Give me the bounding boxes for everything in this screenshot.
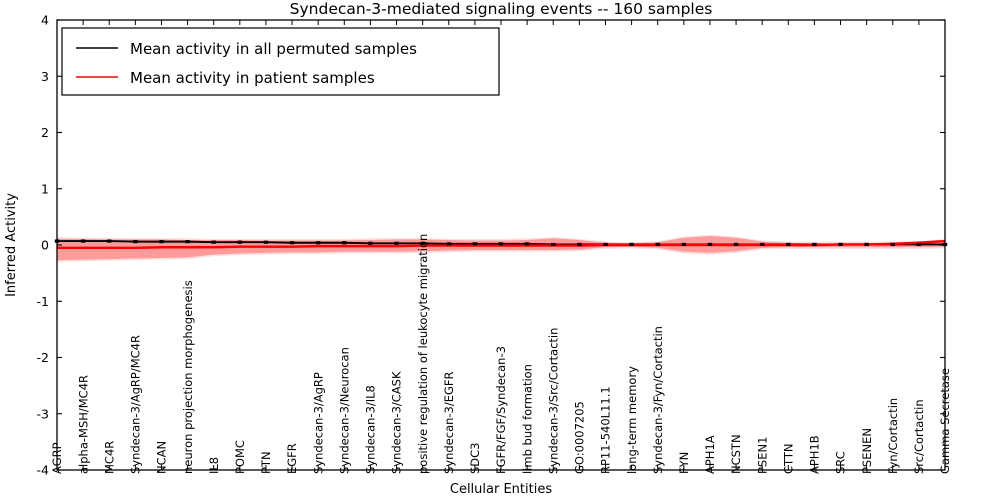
legend-label-patient: Mean activity in patient samples xyxy=(130,69,375,87)
series-markers xyxy=(54,239,948,247)
series-marker xyxy=(916,242,922,247)
series-marker xyxy=(551,242,556,247)
series-marker xyxy=(107,239,112,243)
legend-entry-patient[interactable]: Mean activity in patient samples xyxy=(76,69,375,87)
series-marker xyxy=(733,242,739,247)
x-tick-label: positive regulation of leukocyte migrati… xyxy=(416,234,430,474)
x-tick-label: FYN xyxy=(677,452,691,474)
x-tick-label: Gamma Secretase xyxy=(938,368,952,474)
x-tick-label: APH1B xyxy=(808,435,822,474)
y-tick-label: 1 xyxy=(41,181,49,196)
series-marker xyxy=(864,242,869,247)
series-marker xyxy=(185,240,190,244)
series-marker xyxy=(838,242,843,247)
series-marker xyxy=(394,241,399,245)
y-tick-label: -3 xyxy=(37,406,49,421)
x-tick-label: Syndecan-3/AgRP xyxy=(311,372,325,474)
y-axis-ticks: -4 -3 -2 -1 0 1 2 3 4 xyxy=(37,13,945,478)
x-tick-label: SDC3 xyxy=(468,442,482,474)
x-tick-label: Fyn/Cortactin xyxy=(886,398,900,474)
series-marker xyxy=(263,240,269,244)
x-axis-label: Cellular Entities xyxy=(450,482,552,497)
series-marker xyxy=(890,242,895,247)
series-marker xyxy=(211,240,216,244)
x-tick-label: long-term memory xyxy=(625,366,639,474)
y-tick-label: 3 xyxy=(41,69,49,84)
x-tick-label: Syndecan-3/Neurocan xyxy=(337,347,351,474)
x-tick-label: AGRP xyxy=(50,442,64,474)
legend-entry-permuted[interactable]: Mean activity in all permuted samples xyxy=(76,40,417,58)
x-tick-label: Syndecan-3/IL8 xyxy=(364,385,378,474)
x-axis-ticks: AGRP alpha-MSH/MC4R MC4R Syndecan-3/AgRP/MC… xyxy=(50,20,952,474)
x-tick-label: MC4R xyxy=(102,441,116,474)
x-tick-label: CTTN xyxy=(781,444,795,474)
series-marker xyxy=(681,242,687,247)
x-tick-label: PTN xyxy=(259,451,273,474)
x-tick-label: PSENEN xyxy=(860,428,874,474)
series-marker xyxy=(603,242,608,247)
series-marker xyxy=(237,240,243,244)
series-marker xyxy=(524,242,530,246)
series-marker xyxy=(315,241,321,245)
series-marker xyxy=(289,241,295,245)
series-marker xyxy=(759,242,765,247)
legend-box xyxy=(61,27,500,96)
x-tick-label: NCSTN xyxy=(729,434,743,474)
series-marker xyxy=(629,242,634,247)
legend-label-permuted: Mean activity in all permuted samples xyxy=(130,40,417,58)
series-marker xyxy=(133,240,138,244)
x-tick-label: limb bud formation xyxy=(520,364,534,474)
x-tick-label: neuron projection morphogenesis xyxy=(181,280,195,474)
x-tick-label: Syndecan-3/Src/Cortactin xyxy=(546,328,560,474)
series-line-1 xyxy=(57,239,946,250)
x-tick-label: Syndecan-3/AgRP/MC4R xyxy=(129,335,143,474)
x-tick-label: NCAN xyxy=(155,441,169,474)
x-tick-label: POMC xyxy=(233,440,247,474)
x-tick-label: FGFR/FGF/Syndecan-3 xyxy=(494,346,508,474)
series-marker xyxy=(420,241,425,245)
series-marker xyxy=(707,242,713,247)
y-tick-label: -4 xyxy=(37,463,50,478)
y-axis-label: Inferred Activity xyxy=(4,193,19,297)
series-marker xyxy=(446,242,451,246)
x-tick-label: RP11-540L11.1 xyxy=(599,386,613,474)
x-tick-label: PSEN1 xyxy=(755,437,769,474)
x-tick-label: APH1A xyxy=(703,435,717,474)
x-tick-label: SRC xyxy=(834,451,848,474)
x-tick-label: IL8 xyxy=(207,457,221,474)
x-tick-label: Src/Cortactin xyxy=(912,399,926,474)
series-marker xyxy=(472,242,478,246)
series-marker xyxy=(498,242,504,246)
series-marker xyxy=(577,242,582,247)
series-marker xyxy=(342,241,347,245)
y-tick-label: 2 xyxy=(41,125,49,140)
series-marker xyxy=(655,242,660,247)
series-marker xyxy=(786,242,791,247)
x-tick-label: Syndecan-3/Fyn/Cortactin xyxy=(651,326,665,474)
y-tick-label: 4 xyxy=(41,13,49,28)
series-marker xyxy=(812,242,817,247)
chart-legend[interactable]: Mean activity in all permuted samples Me… xyxy=(61,27,500,96)
y-tick-label: 0 xyxy=(41,238,49,253)
x-tick-label: alpha-MSH/MC4R xyxy=(76,375,90,474)
x-tick-label: EGFR xyxy=(285,443,299,474)
y-tick-label: -2 xyxy=(37,350,49,365)
x-tick-label: Syndecan-3/EGFR xyxy=(442,371,456,474)
y-tick-label: -1 xyxy=(37,294,49,309)
x-tick-label: Syndecan-3/CASK xyxy=(390,371,404,474)
series-marker xyxy=(80,239,86,243)
x-tick-label: GO:0007205 xyxy=(573,401,587,474)
series-marker xyxy=(159,240,164,244)
series-marker xyxy=(368,241,373,245)
chart-title: Syndecan-3-mediated signaling events -- … xyxy=(290,0,713,18)
